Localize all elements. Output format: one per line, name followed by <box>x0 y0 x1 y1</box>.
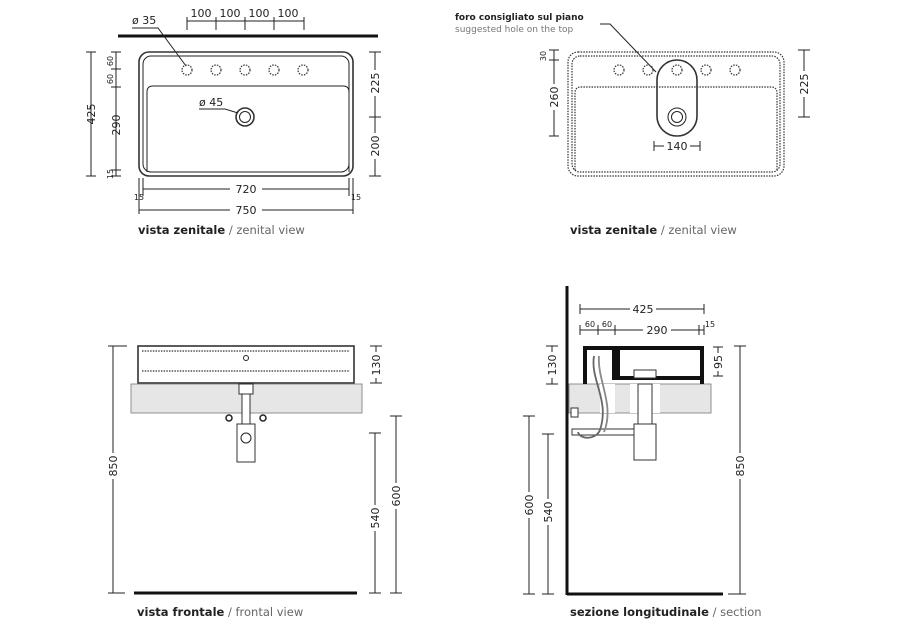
basin-front <box>137 345 355 384</box>
dim-basin-height: 130 <box>370 355 383 376</box>
basin-outer-outline <box>138 51 354 177</box>
drain-inner <box>239 111 251 123</box>
dim-d: 15 <box>705 320 715 329</box>
section-view: 425 60 60 290 15 130 95 850 <box>523 286 762 619</box>
dim-spacing-3: 100 <box>249 7 270 20</box>
basin-inner-rim <box>142 55 350 173</box>
leader-line <box>132 27 187 67</box>
dim-right-bottom: 200 <box>369 136 382 157</box>
dim-counter-a: 540 <box>369 508 382 529</box>
dim-left-main: 260 <box>548 87 561 108</box>
dim-right: 225 <box>798 74 811 95</box>
dim-left-total: 425 <box>85 104 98 125</box>
dim-margin-left: 15 <box>134 193 144 202</box>
dim-counter-a: 600 <box>523 495 536 516</box>
waste-pipe <box>637 383 653 431</box>
dim-hole-diameter: ø 35 <box>132 14 156 27</box>
dim-total-height: 850 <box>734 456 747 477</box>
top-view-right: foro consigliato sul piano suggested hol… <box>455 13 811 237</box>
tap-holes <box>181 64 309 76</box>
dim-left-top: 30 <box>539 51 548 61</box>
caption-top-right: vista zenitale / zenital view <box>570 223 737 237</box>
dim-left-c: 290 <box>110 115 123 136</box>
dim-counter-b: 600 <box>390 486 403 507</box>
dim-spacing-1: 100 <box>191 7 212 20</box>
note-title: foro consigliato sul piano <box>455 13 584 23</box>
basin-outline-dashed <box>567 51 785 177</box>
note-subtitle: suggested hole on the top <box>455 25 574 35</box>
drain-inner <box>671 111 683 123</box>
dim-left-b: 60 <box>106 74 115 84</box>
dim-drain-diameter: ø 45 <box>199 96 223 109</box>
dim-depth: 425 <box>633 303 654 316</box>
siphon <box>633 423 657 461</box>
dim-inner-width: 720 <box>236 183 257 196</box>
dim-right-top: 225 <box>369 73 382 94</box>
basin-section <box>612 350 700 380</box>
drain-outer <box>667 107 687 127</box>
dim-c: 290 <box>647 324 668 337</box>
tap-holes <box>613 64 741 76</box>
dim-hole-width: 140 <box>667 140 688 153</box>
caption-bottom-left: vista frontale / frontal view <box>137 605 303 619</box>
dim-spacing-2: 100 <box>220 7 241 20</box>
dim-left-d: 15 <box>106 169 115 179</box>
dim-b: 60 <box>602 320 612 329</box>
dim-inner-depth: 95 <box>712 355 725 369</box>
dim-left-a: 60 <box>106 56 115 66</box>
dim-total-height: 850 <box>107 456 120 477</box>
drain-outer <box>235 107 255 127</box>
suggested-hole <box>656 59 698 137</box>
front-view: 850 130 540 600 vista frontale / frontal… <box>107 345 403 619</box>
dim-margin-right: 15 <box>351 193 361 202</box>
hose <box>577 355 604 439</box>
dim-basin-height: 130 <box>546 355 559 376</box>
top-view-left: 100 100 100 100 ø 35 ø 45 425 <box>85 7 382 237</box>
caption-bottom-right: sezione longitudinale / section <box>570 605 762 619</box>
dim-a: 60 <box>585 320 595 329</box>
caption-top-left: vista zenitale / zenital view <box>138 223 305 237</box>
dim-spacing-4: 100 <box>278 7 299 20</box>
dim-outer-width: 750 <box>236 204 257 217</box>
dim-counter-b: 540 <box>542 502 555 523</box>
bowl-outline <box>146 85 350 172</box>
